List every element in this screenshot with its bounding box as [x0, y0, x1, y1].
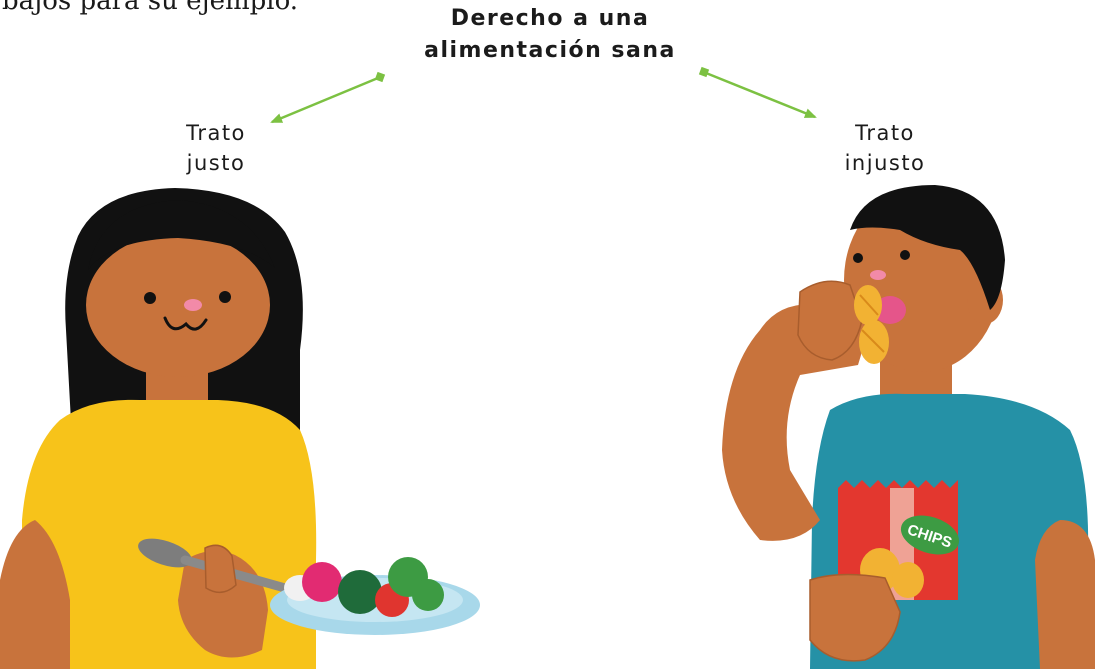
boy-arm-lower — [809, 573, 901, 662]
left-label-line-1: Trato — [186, 121, 246, 145]
boy-eye-left — [853, 253, 863, 263]
arrow-right — [698, 66, 817, 119]
salad — [284, 557, 444, 617]
chips-in-hand — [854, 285, 889, 364]
girl-arm-left — [0, 520, 70, 669]
girl-figure — [0, 188, 480, 669]
center-label: Derecho a una alimentación sana — [390, 3, 710, 67]
girl-eye-left — [144, 292, 156, 304]
arrow-left — [270, 71, 386, 124]
boy-mouth — [874, 296, 906, 324]
right-label-line-2: injusto — [844, 151, 926, 176]
girl-smile — [163, 316, 208, 331]
girl-fingers — [204, 544, 237, 594]
right-label-line-1: Trato — [855, 121, 915, 145]
left-label: Trato justo — [136, 118, 296, 179]
boy-figure: CHIPS — [722, 185, 1095, 669]
girl-hair-fringe — [88, 200, 275, 270]
girl-face — [86, 233, 270, 377]
girl-nose — [184, 299, 202, 311]
chips-bag: CHIPS — [838, 480, 960, 600]
girl-eye-right — [219, 291, 231, 303]
boy-eye-right — [900, 250, 910, 260]
boy-nose — [870, 270, 886, 280]
boy-right-arm — [1035, 520, 1095, 669]
chips-label-badge — [900, 515, 960, 555]
center-label-line-1: Derecho a una — [450, 6, 650, 31]
left-label-line-2: justo — [186, 151, 246, 176]
boy-hair — [850, 185, 1005, 310]
center-label-line-2: alimentación sana — [424, 37, 676, 63]
right-label: Trato injusto — [805, 118, 965, 179]
cutoff-text: bajos para su ejemplo. — [2, 0, 299, 16]
boy-hand — [797, 280, 863, 361]
